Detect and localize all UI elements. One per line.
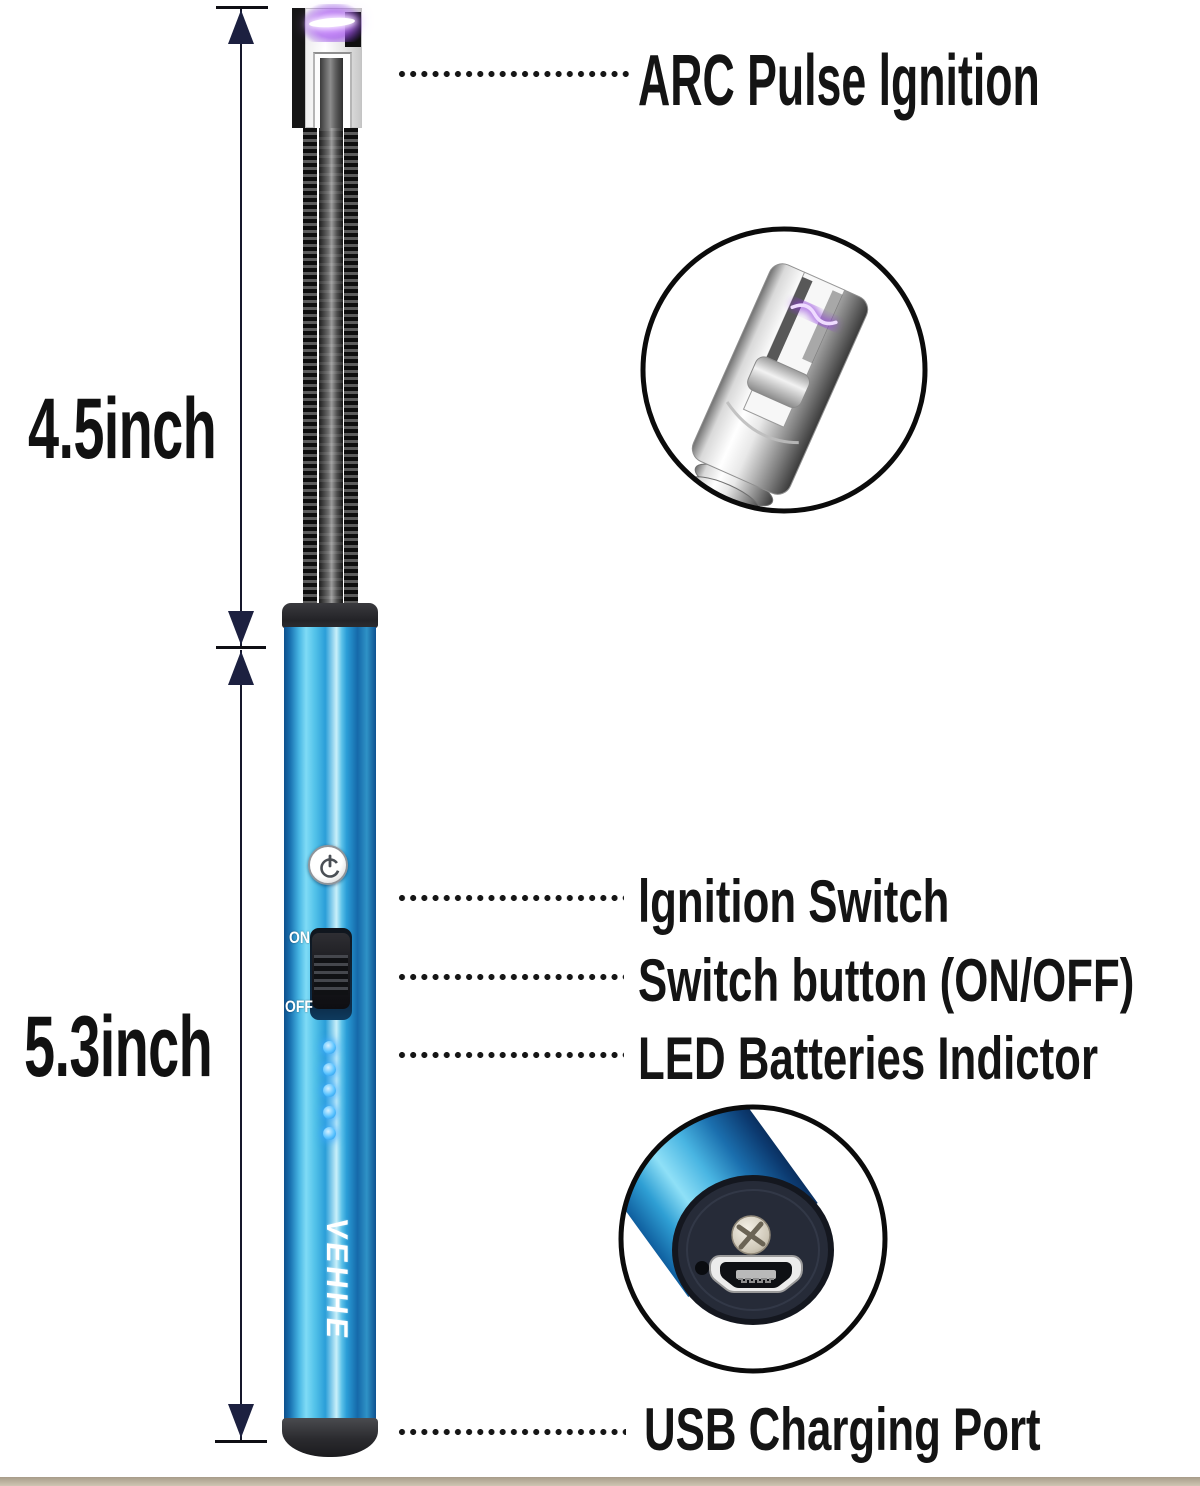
label-arc-pulse-ignition: ARC Pulse lgnition [638,41,1040,121]
dimension-tick-bottom [215,1440,267,1443]
indicator-hole [695,1261,709,1275]
flex-neck-center [319,128,343,604]
label-switch-button: Switch button (ON/OFF) [638,947,1135,1014]
flex-neck-coil-right [344,128,358,604]
brand-logo: VEHHE [320,1216,353,1344]
power-icon [320,854,340,878]
led-dot [323,1105,336,1119]
switch-off-label: OFF [285,997,313,1016]
leader-dots-led [398,1051,624,1059]
led-dot [323,1062,336,1076]
neck-length-label: 4.5inch [28,381,217,477]
arrow-down-icon [228,1404,254,1438]
led-dot [323,1127,336,1140]
switch-on-label: ON [289,928,310,947]
led-dot [323,1084,336,1097]
body-length-label: 5.3inch [24,999,213,1095]
power-button [308,845,348,885]
callout-usb-port [618,1104,888,1374]
leader-dots-usb [398,1428,626,1436]
body-top-cap [282,603,378,628]
dimension-line-body [240,650,242,1442]
label-ignition-switch: lgnition Switch [638,868,950,935]
dimension-tick-middle [216,646,266,649]
leader-dots-arc [398,70,632,78]
leader-dots-switch [398,973,624,981]
led-dot [323,1041,336,1054]
body-bottom-cap [282,1418,378,1457]
dimension-tick-top [216,6,268,9]
lighter-body [284,627,376,1419]
center-electrode [320,58,343,128]
background-surface-edge [0,1477,1200,1486]
arrow-down-icon [228,611,254,645]
leader-dots-ignition [398,894,624,902]
flex-neck-coil-left [303,128,317,604]
callout-ignition-head [640,226,928,514]
arrow-up-icon [228,10,254,44]
label-led-indicator: LED Batteries Indictor [638,1025,1098,1092]
label-usb-port: USB Charging Port [644,1396,1041,1463]
arrow-up-icon [228,651,254,685]
micro-usb-port [709,1255,803,1293]
switch-knob-ridges [314,955,348,995]
dimension-line-neck [240,7,242,646]
electrode-housing-left [292,8,305,128]
